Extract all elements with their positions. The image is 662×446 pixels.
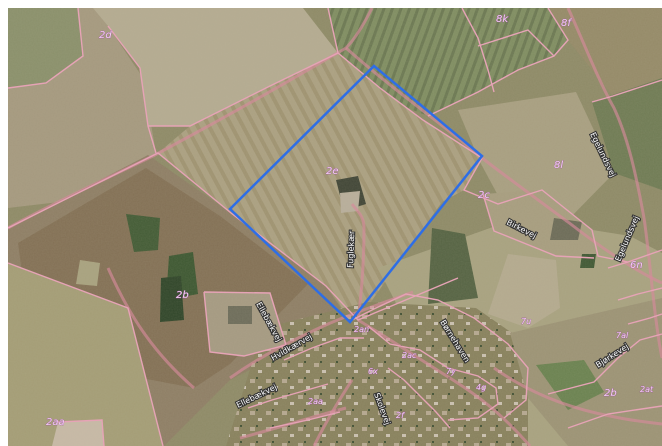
parcel-label-top-left: 2d [99, 30, 112, 41]
map-canvas[interactable]: 2d 8k 8f 8l 2e 2c 2b 6n 2b 2aa 2an 7u 2a… [8, 8, 662, 446]
parcel-label-bottom-left: 2aa [46, 417, 65, 428]
parcel-label-town-6: 4g [476, 383, 486, 392]
parcel-label-town-8: 2f [396, 411, 405, 420]
map-frame[interactable]: 2d 8k 8f 8l 2e 2c 2b 6n 2b 2aa 2an 7u 2a… [8, 8, 662, 446]
parcel-label-town-10: 2at [640, 385, 654, 394]
parcel-label-town-7: 2aa [308, 397, 323, 406]
parcel-label-main: 2e [326, 166, 339, 177]
parcel-label-far-right-2: 2b [604, 388, 617, 399]
parcel-label-town-4: 6x [368, 367, 378, 376]
parcel-label-east-small: 2c [478, 190, 490, 201]
roads-and-paths [8, 8, 662, 446]
selected-parcel-outline[interactable] [228, 64, 484, 324]
parcel-label-woods: 2b [176, 290, 189, 301]
road-label-fuglekaer: Fuglekær [346, 230, 356, 268]
parcel-label-town-1: 2an [354, 325, 369, 334]
parcel-label-top-mid: 8k [496, 14, 509, 25]
parcel-label-right-mid: 8l [554, 160, 563, 171]
parcel-label-town-2: 7u [521, 317, 531, 326]
parcel-label-far-right-1: 6n [630, 260, 643, 271]
satellite-base [8, 8, 662, 446]
parcel-label-top-right: 8f [561, 18, 572, 29]
parcel-boundaries [8, 8, 662, 446]
parcel-label-town-9: 7al [616, 331, 629, 340]
parcel-label-town-3: 2ac [402, 351, 417, 360]
parcel-label-town-5: 7y [446, 367, 456, 376]
parcel-labels: 2d 8k 8f 8l 2e 2c 2b 6n 2b 2aa 2an 7u 2a… [46, 14, 655, 429]
